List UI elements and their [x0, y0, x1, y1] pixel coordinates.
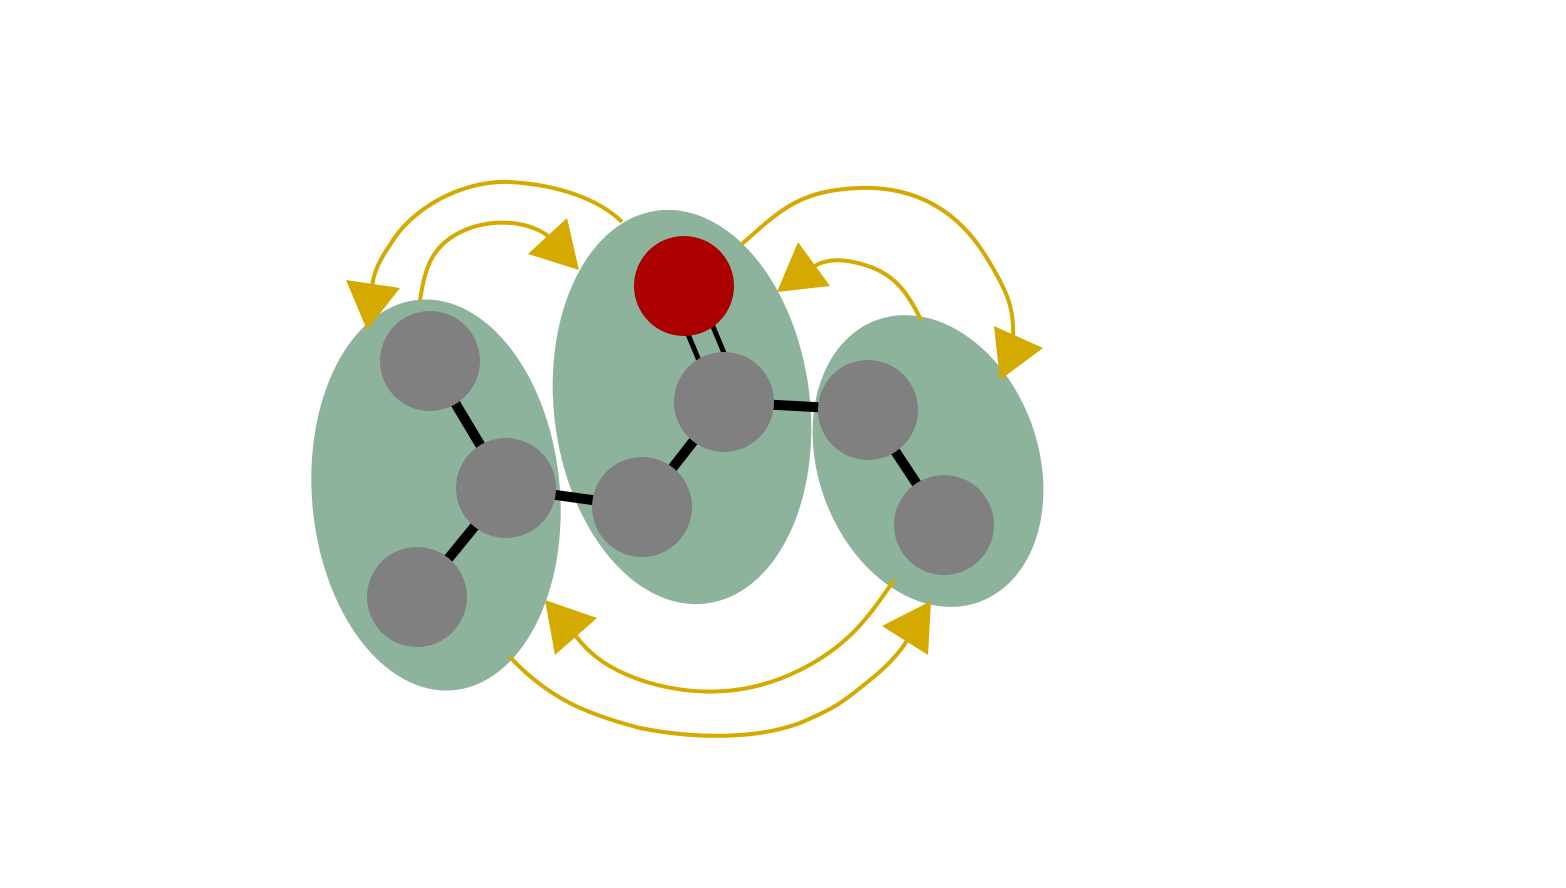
- arrow-left-to-right-curve: [508, 634, 912, 738]
- atom-carbon-c6: [818, 360, 918, 460]
- arrow-middle-to-right-head: [994, 326, 1043, 380]
- atom-oxygen-o1: [634, 236, 734, 336]
- atom-carbon-c2: [456, 438, 556, 538]
- arrow-right-to-left-head: [545, 600, 597, 655]
- atom-carbon-c7: [894, 475, 994, 575]
- atom-carbon-c5: [674, 352, 774, 452]
- arrow-left-to-middle-curve: [418, 220, 554, 301]
- arrow-left-to-right-head: [882, 601, 931, 655]
- arrow-middle-to-left-curve: [370, 179, 624, 289]
- arrow-right-to-middle-head: [777, 242, 830, 292]
- atoms: [367, 236, 994, 647]
- arrow-middle-to-right-curve: [740, 185, 1016, 341]
- arrow-right-to-middle-curve: [810, 258, 923, 321]
- arrow-left-to-middle-head: [528, 218, 579, 270]
- atom-carbon-c4: [592, 457, 692, 557]
- fragment-group-right: [812, 315, 1044, 607]
- atom-carbon-c1: [380, 311, 480, 411]
- transfer-arrows: [346, 179, 1043, 738]
- atom-carbon-c3: [367, 547, 467, 647]
- arrow-middle-to-left-head: [346, 280, 400, 330]
- arrow-right-to-left-curve: [573, 578, 896, 694]
